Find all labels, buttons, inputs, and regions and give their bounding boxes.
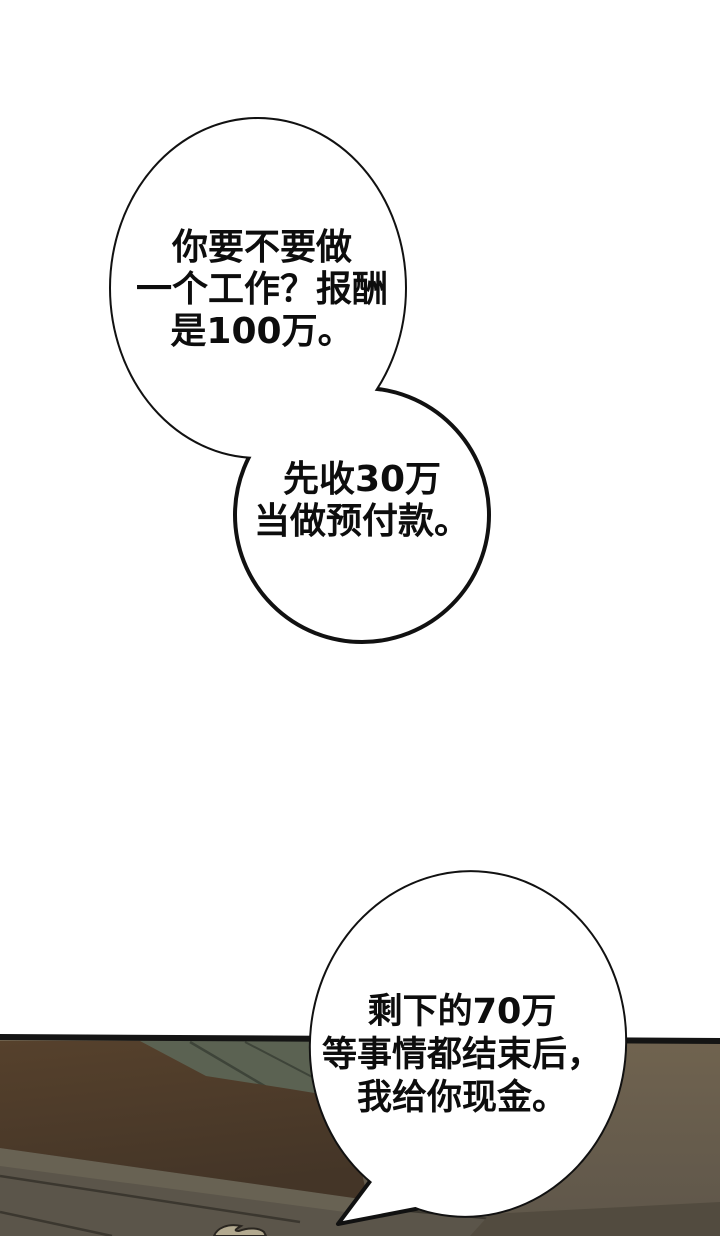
floor-seam-2 xyxy=(0,1210,113,1236)
green-plank-seam-2 xyxy=(244,1041,319,1081)
corner-shadow xyxy=(470,1202,720,1236)
floor-seam-1 xyxy=(0,1174,301,1224)
speech-line: 你要不要做 xyxy=(171,227,352,268)
speech-bubble-offer-advance xyxy=(109,117,491,644)
speech-line: 我给你现金。 xyxy=(356,1078,567,1118)
bubble-text-remainder: 剩下的70万 等事情都结束后， 我给你现金。 xyxy=(278,991,646,1120)
bubble-remainder-fill-cover xyxy=(310,872,626,1216)
green-plank-seam-1 xyxy=(189,1040,269,1090)
speech-line: 先收30万 xyxy=(282,459,442,500)
hair-tuft xyxy=(212,1224,268,1236)
speech-line: 是100万。 xyxy=(170,311,354,352)
bubble-offer-fill-cover xyxy=(111,119,405,457)
wood-beam xyxy=(0,1041,368,1200)
bubble-text-advance: 先收30万 当做预付款。 xyxy=(178,459,546,543)
speech-line: 剩下的70万 xyxy=(367,992,557,1032)
bubble-text-offer: 你要不要做 一个工作？报酬 是100万。 xyxy=(78,227,446,353)
speech-line: 当做预付款。 xyxy=(253,501,470,542)
speech-line: 等事情都结束后， xyxy=(321,1035,602,1075)
floor-plank-light-band xyxy=(0,1148,368,1214)
speech-bubble-remainder xyxy=(308,870,628,1226)
speech-line: 一个工作？报酬 xyxy=(135,269,388,310)
